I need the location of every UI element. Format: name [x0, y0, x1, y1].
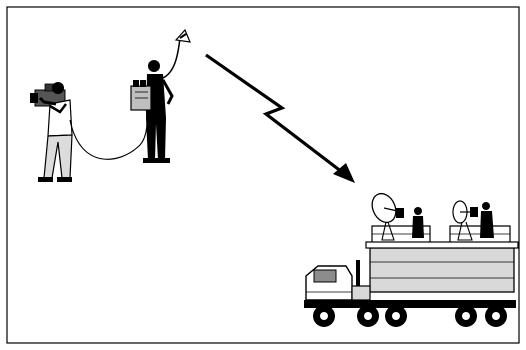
truck-trailer	[370, 248, 514, 292]
truck-chassis	[304, 300, 516, 308]
